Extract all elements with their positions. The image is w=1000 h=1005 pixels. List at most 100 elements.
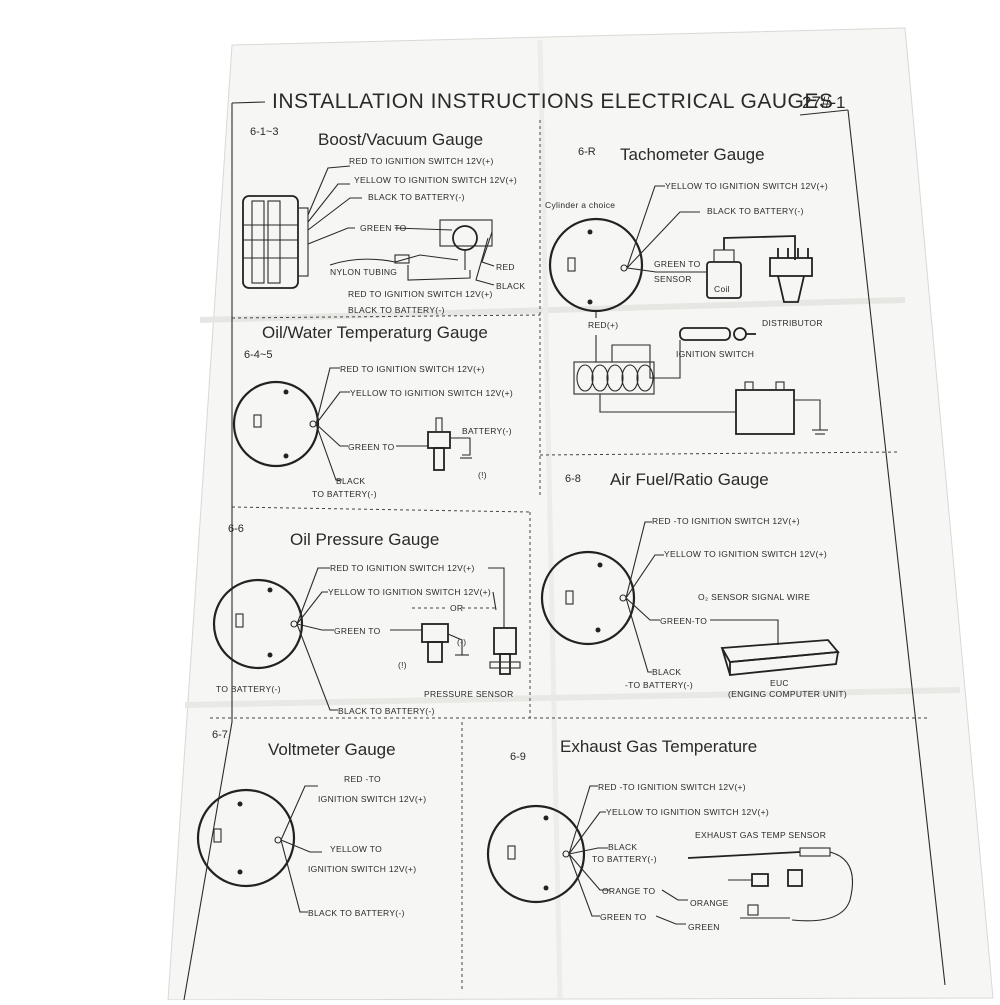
wire-label: RED TO IGNITION SWITCH 12V(+) [348, 289, 493, 299]
section-title: Exhaust Gas Temperature [560, 737, 757, 756]
section-voltmeter: 6-7 Voltmeter Gauge RED -TO IGNITION SWI… [196, 729, 426, 918]
wire-label: ORANGE TO [602, 886, 655, 896]
tachometer-gauge-icon [548, 217, 644, 313]
section-oil-water-temp: Oil/Water Temperaturg Gauge 6-4~5 RED TO… [232, 323, 513, 499]
wire-label: YELLOW TO IGNITION SWITCH 12V(+) [664, 549, 827, 559]
coil-label: Coil [714, 284, 730, 294]
egt-probe-icon [687, 847, 854, 922]
boost-gauge-body-icon [242, 195, 309, 289]
section-number: 6-R [578, 146, 596, 158]
wire-label: BLACK [608, 842, 637, 852]
component-label: EUC [770, 678, 789, 688]
fold-line [199, 297, 906, 323]
wire-label: (-) [457, 637, 466, 647]
oil-pressure-gauge-icon [212, 578, 304, 670]
wire-label: BLACK TO BATTERY(-) [338, 706, 435, 716]
wire-label: BLACK [336, 476, 365, 486]
wire-label: TO BATTERY(-) [216, 684, 281, 694]
wire-label: GREEN TO [360, 223, 407, 233]
wire-label: SENSOR [654, 274, 692, 284]
frame-left [183, 103, 233, 1001]
section-title: Oil/Water Temperaturg Gauge [262, 323, 488, 342]
wire-label: (!) [478, 470, 487, 480]
section-number: 6-1~3 [250, 126, 278, 138]
section-number: 6-7 [212, 729, 228, 741]
wire-label: TO BATTERY(-) [592, 854, 657, 864]
vacuum-sensor-icon [439, 219, 493, 270]
component-label: DISTRIBUTOR [762, 318, 823, 328]
wire-label: NYLON TUBING [330, 267, 397, 277]
battery-icon [735, 381, 795, 435]
wire-label: ORANGE [690, 898, 729, 908]
wire-label: GREEN [688, 922, 720, 932]
wire-label: RED TO IGNITION SWITCH 12V(+) [330, 563, 475, 573]
section-number: 6-9 [510, 751, 526, 763]
wire-label: RED TO IGNITION SWITCH 12V(+) [349, 156, 494, 166]
wire-label: GREEN TO [348, 442, 395, 452]
wire-label: YELLOW TO IGNITION SWITCH 12V(+) [350, 388, 513, 398]
ecu-box-icon [720, 639, 840, 676]
wire-label: O₂ SENSOR SIGNAL WIRE [698, 592, 810, 602]
wire-label: GREEN TO [600, 912, 647, 922]
wire-label: RED -TO IGNITION SWITCH 12V(+) [598, 782, 746, 792]
wire-label: YELLOW TO IGNITION SWITCH 12V(+) [665, 181, 828, 191]
paper-sheet [167, 27, 994, 1001]
section-air-fuel-ratio: 6-8 Air Fuel/Ratio Gauge RED -TO IGNITIO… [540, 470, 847, 699]
frame-top [231, 101, 266, 104]
wire-label: RED TO IGNITION SWITCH 12V(+) [340, 364, 485, 374]
section-title: Oil Pressure Gauge [290, 530, 439, 549]
section-number: 6-4~5 [244, 349, 272, 361]
section-boost-vacuum: 6-1~3 Boost/Vacuum Gauge RED TO IGNITION… [242, 126, 525, 315]
wire-label: TO BATTERY(-) [312, 489, 377, 499]
frame-right [847, 109, 946, 986]
divider [231, 506, 531, 513]
fold-line [184, 687, 961, 708]
wire-label: BLACK TO BATTERY(-) [368, 192, 465, 202]
wire-label: (!) [398, 660, 407, 670]
wire-label: RED -TO IGNITION SWITCH 12V(+) [652, 516, 800, 526]
wire-label: YELLOW TO IGNITION SWITCH 12V(+) [328, 587, 491, 597]
distributor-icon [769, 248, 813, 303]
wire-label: BLACK TO BATTERY(-) [707, 206, 804, 216]
wire-label: GREEN-TO [660, 616, 707, 626]
voltmeter-gauge-icon [196, 788, 296, 888]
section-title: Air Fuel/Ratio Gauge [610, 470, 769, 489]
section-title: Boost/Vacuum Gauge [318, 130, 483, 149]
component-label: (ENGING COMPUTER UNIT) [728, 689, 847, 699]
wire-label: -TO BATTERY(-) [625, 680, 693, 690]
wire-label: BLACK TO BATTERY(-) [348, 305, 445, 315]
section-title: Tachometer Gauge [620, 145, 765, 164]
wire-label: BATTERY(-) [462, 426, 512, 436]
temperature-sensor-icon [427, 417, 451, 471]
sheet-code: 27#-1 [802, 93, 845, 112]
gauge-selector-icon [567, 257, 576, 272]
wire-label: BLACK [652, 667, 681, 677]
ignition-switch-icon [679, 327, 756, 341]
divider [539, 451, 901, 456]
wire-label: RED [496, 262, 515, 272]
sheet-title: INSTALLATION INSTRUCTIONS ELECTRICAL GAU… [272, 90, 833, 113]
section-number: 6-8 [565, 473, 581, 485]
wire-label: OR [450, 603, 463, 613]
component-label: EXHAUST GAS TEMP SENSOR [695, 830, 826, 840]
oil-water-temp-gauge-icon [232, 380, 320, 468]
section-title: Voltmeter Gauge [268, 740, 396, 759]
section-exhaust-gas-temp: 6-9 Exhaust Gas Temperature RED -TO IGNI… [486, 737, 854, 932]
component-label: PRESSURE SENSOR [424, 689, 514, 699]
wire-label: BLACK TO BATTERY(-) [308, 908, 405, 918]
pressure-sender-icon [421, 623, 449, 663]
component-label: IGNITION SWITCH [676, 349, 754, 359]
wire-label: YELLOW TO [330, 844, 382, 854]
wire-label: RED(+) [588, 320, 618, 330]
air-fuel-gauge-icon [540, 550, 636, 646]
wire-label: Cylinder a choice [545, 200, 615, 210]
pressure-sensor-icon [489, 627, 521, 675]
wire-label: RED -TO [344, 774, 381, 784]
wire-label: GREEN TO [334, 626, 381, 636]
section-number: 6-6 [228, 523, 244, 535]
wire-label: GREEN TO [654, 259, 701, 269]
exhaust-gas-temp-gauge-icon [486, 804, 586, 904]
wire-label: IGNITION SWITCH 12V(+) [318, 794, 426, 804]
